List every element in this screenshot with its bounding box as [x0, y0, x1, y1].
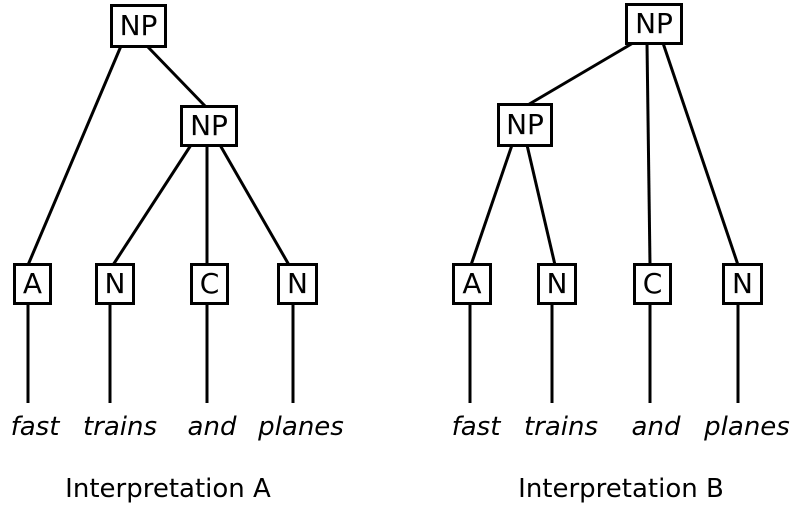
- tree-b-edge-np-to-n1: [525, 144, 557, 266]
- node-label: NP: [119, 9, 158, 42]
- tree-a-leaf-noun-2: N: [277, 263, 318, 305]
- tree-b-leaf-noun-1: N: [537, 263, 577, 305]
- tree-b-edge-root-to-n2: [661, 42, 740, 266]
- node-label: C: [199, 267, 220, 300]
- tree-a-word-trains: trains: [82, 412, 158, 442]
- node-label: A: [22, 267, 43, 300]
- node-label: NP: [190, 109, 228, 142]
- node-label: A: [462, 267, 482, 300]
- tree-b-word-fast: fast: [451, 412, 501, 442]
- tree-b-phrase-node: NP: [497, 103, 553, 147]
- tree-b-leaf-noun-2: N: [722, 263, 763, 305]
- tree-b-edge-root-to-c: [645, 42, 652, 266]
- tree-b-leaf-adjective: A: [452, 263, 492, 305]
- tree-b-word-planes: planes: [704, 412, 790, 442]
- node-label: NP: [506, 108, 544, 141]
- tree-b-edge-np-to-a: [469, 144, 514, 266]
- tree-a-edge-root-to-np: [145, 44, 208, 109]
- tree-b-word-and: and: [631, 412, 681, 442]
- tree-b-caption: Interpretation B: [518, 474, 724, 504]
- tree-a-edge-np-to-n2: [218, 144, 291, 266]
- tree-a-leaf-noun-1: N: [95, 263, 135, 305]
- tree-a-edge-root-to-a: [26, 45, 123, 266]
- tree-b-leaf-conjunction: C: [633, 263, 672, 305]
- tree-a-edge-np-to-n1: [111, 144, 193, 266]
- tree-a-leaf-conjunction: C: [190, 263, 229, 305]
- node-label: N: [287, 267, 308, 300]
- node-label: NP: [635, 7, 673, 40]
- node-label: N: [732, 267, 753, 300]
- node-label: C: [642, 267, 663, 300]
- tree-b-word-trains: trains: [523, 412, 599, 442]
- tree-b-edge-root-to-np: [525, 41, 634, 108]
- tree-a-word-planes: planes: [258, 412, 344, 442]
- node-label: N: [104, 267, 126, 300]
- tree-a-word-fast: fast: [10, 412, 60, 442]
- node-label: N: [546, 267, 568, 300]
- tree-b-root-node: NP: [625, 3, 683, 45]
- tree-a-root-node: NP: [110, 4, 167, 48]
- tree-a-word-and: and: [187, 412, 237, 442]
- tree-a-phrase-node: NP: [180, 105, 238, 147]
- tree-a-leaf-adjective: A: [13, 263, 52, 305]
- tree-a-caption: Interpretation A: [65, 474, 271, 504]
